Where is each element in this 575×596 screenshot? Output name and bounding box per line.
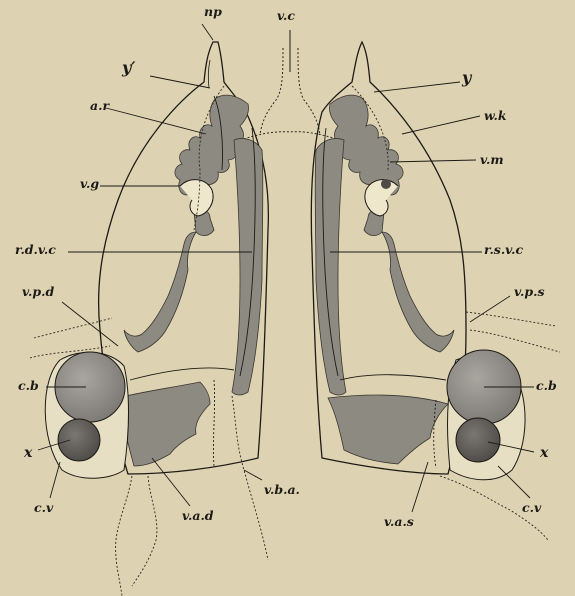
left-x-sphere: [58, 419, 100, 461]
label-cv-left: c.v: [34, 502, 53, 515]
cv-left-leader: [50, 462, 60, 498]
label-vm: v.m: [480, 154, 504, 167]
label-vad: v.a.d: [182, 510, 214, 523]
y-leader: [374, 82, 460, 92]
label-x-left: x: [24, 446, 32, 460]
label-vba: v.b.a.: [264, 484, 300, 497]
label-rdvc: r.d.v.c: [15, 244, 56, 257]
label-cb-left: c.b: [18, 380, 39, 393]
vba-leader: [244, 470, 262, 480]
label-vps: v.p.s: [514, 286, 545, 299]
label-ar: a.r: [90, 100, 109, 113]
label-x-right: x: [540, 446, 548, 460]
np-leader: [202, 24, 213, 40]
label-vc: v.c: [277, 10, 295, 23]
vad-leader: [152, 458, 190, 506]
left-tissue: [118, 95, 263, 466]
cv-right-leader: [498, 466, 530, 498]
right-vm-dot: [381, 179, 391, 189]
label-y: y: [462, 70, 471, 86]
label-cb-right: c.b: [536, 380, 557, 393]
right-x-sphere: [456, 418, 500, 462]
label-y-prime: y′: [122, 60, 136, 76]
right-sphere-group: [447, 350, 525, 480]
label-rsvc: r.s.v.c: [484, 244, 523, 257]
y-prime-leader: [150, 76, 210, 88]
left-sphere-group: [45, 352, 128, 478]
label-cv-right: c.v: [522, 502, 541, 515]
vpd-leader: [62, 302, 118, 346]
vps-leader: [470, 296, 510, 322]
left-vg-hook: [180, 180, 213, 216]
label-vpd: v.p.d: [22, 286, 54, 299]
right-tissue: [315, 95, 454, 464]
label-np: np: [204, 6, 222, 19]
label-wk: w.k: [484, 110, 507, 123]
vm-leader: [390, 160, 476, 162]
vas-leader: [412, 462, 428, 512]
wk-leader: [402, 116, 480, 134]
label-vas: v.a.s: [384, 516, 414, 529]
label-vg: v.g: [80, 178, 99, 191]
